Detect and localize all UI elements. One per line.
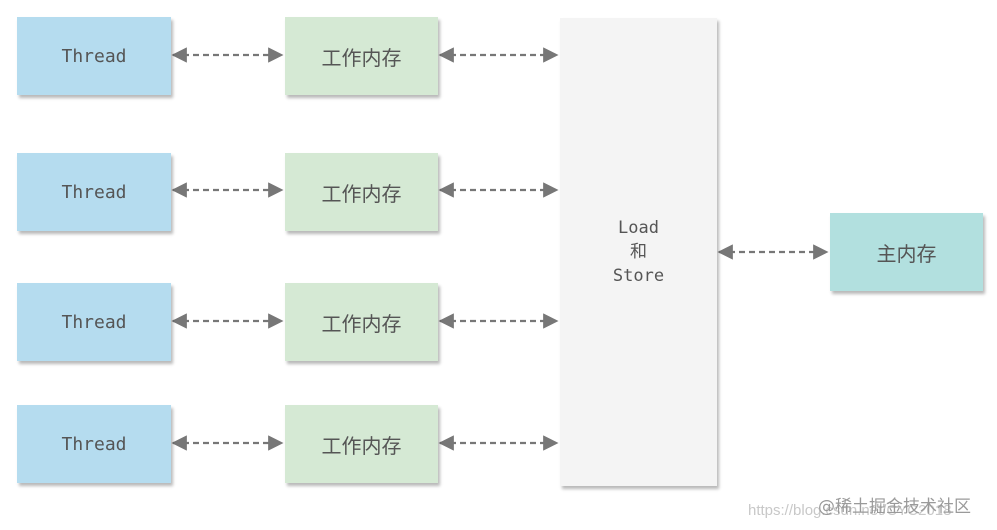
work-memory-box-2: 工作内存 [285,153,438,231]
hub-line-and: 和 [630,242,647,262]
main-memory-box: 主内存 [830,213,983,291]
hub-line-load: Load [618,218,659,238]
thread-box-2: Thread [17,153,171,231]
thread-box-4: Thread [17,405,171,483]
thread-label: Thread [61,45,127,67]
thread-label: Thread [61,433,127,455]
work-memory-label: 工作内存 [321,181,402,206]
work-memory-box-3: 工作内存 [285,283,438,361]
main-memory-label: 主内存 [876,241,937,266]
thread-box-1: Thread [17,17,171,95]
work-memory-label: 工作内存 [321,311,402,336]
watermark-url: https://blog.csdn.net/CYC2018 [748,502,952,519]
thread-label: Thread [61,181,127,203]
work-memory-label: 工作内存 [321,433,402,458]
work-memory-box-4: 工作内存 [285,405,438,483]
thread-box-3: Thread [17,283,171,361]
work-memory-box-1: 工作内存 [285,17,438,95]
hub-line-store: Store [612,266,665,286]
watermark-site: @稀土掘金技术社区 [818,497,971,517]
load-store-hub: Load 和 Store [560,18,717,486]
work-memory-label: 工作内存 [321,45,402,70]
thread-label: Thread [61,311,127,333]
